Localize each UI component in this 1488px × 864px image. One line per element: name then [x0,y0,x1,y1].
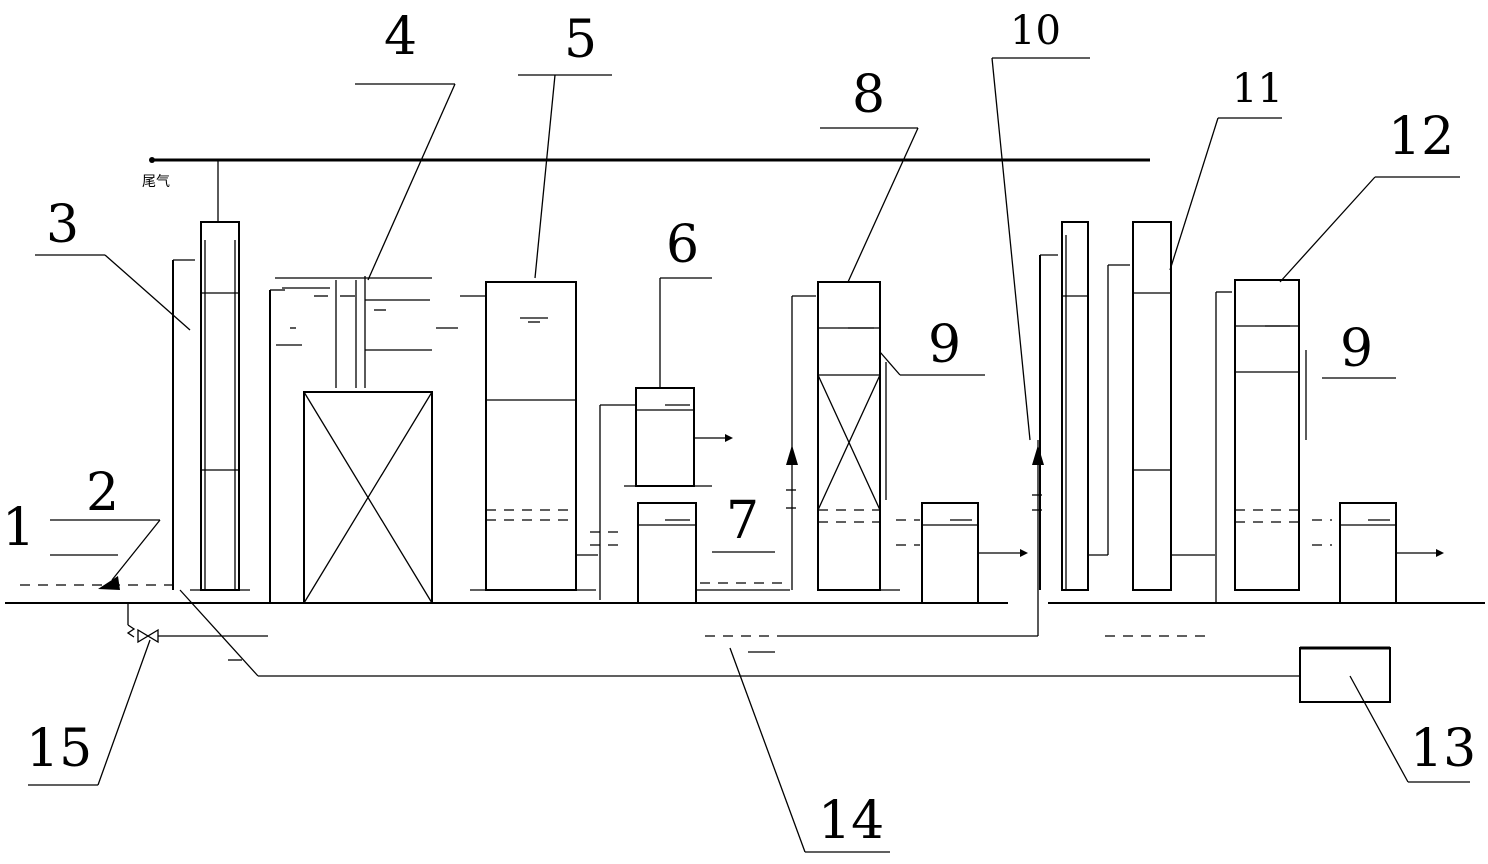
label-15: 15 [26,719,92,779]
label-9b: 9 [1340,319,1373,379]
tail-gas-label: 尾气 [142,174,170,190]
packed-reactor-4 [269,276,458,604]
packed-column-8 [786,281,920,591]
label-11: 11 [1232,66,1283,112]
column-12 [1215,279,1332,603]
label-3: 3 [46,195,79,255]
leader-lines [28,57,1470,853]
column-group-11 [1039,221,1215,637]
tail-gas-header [149,157,1150,222]
label-4: 4 [384,7,417,67]
label-9a: 9 [928,315,961,375]
label-13: 13 [1410,719,1476,779]
label-8: 8 [852,65,885,125]
label-1: 1 [2,498,35,558]
pipe-10 [705,440,1046,653]
small-tank-9a [921,502,1028,604]
label-5: 5 [564,10,597,70]
label-12: 12 [1388,107,1454,167]
small-tank-9b [1339,502,1444,604]
label-6: 6 [666,215,699,275]
return-line [179,589,1300,677]
label-10: 10 [1010,8,1061,54]
small-tank-6 [590,387,733,600]
label-14: 14 [818,791,884,851]
inlet-pipe [20,576,268,644]
box-13 [1299,646,1391,703]
label-7: 7 [726,491,759,551]
settling-tank-5 [460,281,598,591]
absorption-tower-3 [172,221,250,591]
small-tank-7 [637,502,790,604]
label-2: 2 [86,463,119,523]
